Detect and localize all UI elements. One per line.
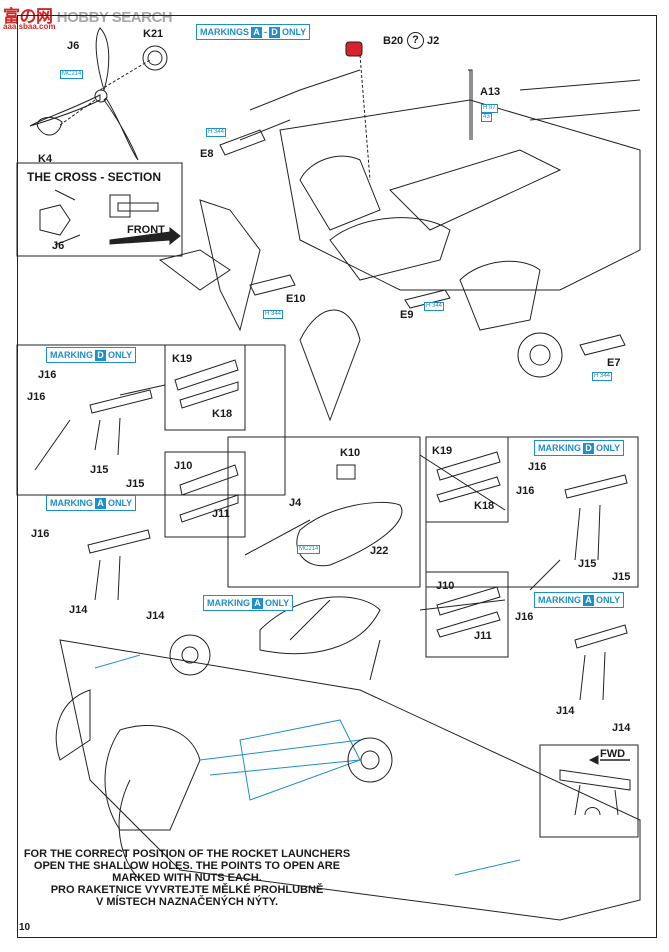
part-label: J14 <box>556 705 575 717</box>
fwd-inset-drawing <box>559 755 631 816</box>
part-label: E10 <box>286 293 306 305</box>
rocket-rails <box>87 359 628 701</box>
paint-tag: H 344 <box>206 128 227 137</box>
part-label: E9 <box>400 309 414 321</box>
paint-tag: H 344 <box>263 310 284 319</box>
part-label: J11 <box>474 630 492 642</box>
part-label: J14 <box>612 722 631 734</box>
part-label: K21 <box>143 28 164 40</box>
part-label: K19 <box>172 353 193 365</box>
part-label: J16 <box>38 369 57 381</box>
part-label: J15 <box>126 478 145 490</box>
watermark: 富の网 HOBBY SEARCH <box>3 7 173 26</box>
cross-section-drawing <box>39 189 181 246</box>
part-label: K19 <box>432 445 453 457</box>
part-label: J15 <box>612 571 631 583</box>
part-label: J15 <box>578 558 597 570</box>
part-label: J22 <box>370 545 389 557</box>
part-label: J14 <box>69 604 88 616</box>
paint-tag: H 87 <box>481 104 498 113</box>
part-label: E7 <box>607 357 621 369</box>
paint-tag: H 344 <box>592 372 613 381</box>
optional-part-icon: ? <box>407 32 424 49</box>
part-label: J16 <box>528 461 547 473</box>
part-label: J14 <box>146 610 165 622</box>
aircraft-upper-drawing <box>158 41 641 422</box>
front-arrow-label: FRONT <box>127 224 165 236</box>
part-label: E8 <box>200 148 214 160</box>
part-label: K10 <box>340 447 361 459</box>
paint-tag: 43 <box>481 113 492 122</box>
watermark-url: aaa.sbaa.com <box>3 22 56 31</box>
drop-tank-drawing <box>244 464 403 567</box>
part-label: J16 <box>515 611 534 623</box>
paint-tag: H 344 <box>424 302 445 311</box>
part-label: J11 <box>212 508 230 520</box>
part-label: J4 <box>289 497 302 509</box>
propeller-detail-drawing <box>29 27 168 161</box>
part-label: K18 <box>212 408 233 420</box>
cross-section-title: THE CROSS - SECTION <box>27 170 162 184</box>
paint-tag: MC214 <box>297 545 321 554</box>
part-label: J16 <box>516 485 535 497</box>
instruction-note: FOR THE CORRECT POSITION OF THE ROCKET L… <box>23 848 351 908</box>
part-label: J15 <box>90 464 109 476</box>
part-label: K18 <box>474 500 495 512</box>
part-label: K4 <box>38 153 53 165</box>
part-label: J10 <box>174 460 193 472</box>
exhaust-stacks <box>219 129 626 356</box>
part-label: J16 <box>31 528 50 540</box>
part-label: J2 <box>427 35 440 47</box>
fwd-arrow-label: FWD <box>600 748 626 760</box>
part-label: B20 <box>383 35 404 47</box>
page-number: 10 <box>19 922 31 933</box>
part-label: J10 <box>436 580 455 592</box>
paint-tag: MC214 <box>60 70 84 79</box>
part-label: J6 <box>52 240 65 252</box>
part-label: A13 <box>480 86 501 98</box>
aircraft-lower-drawing <box>55 596 641 921</box>
part-label: J16 <box>27 391 46 403</box>
part-label: J6 <box>67 40 80 52</box>
cross-section-frame <box>16 162 183 257</box>
